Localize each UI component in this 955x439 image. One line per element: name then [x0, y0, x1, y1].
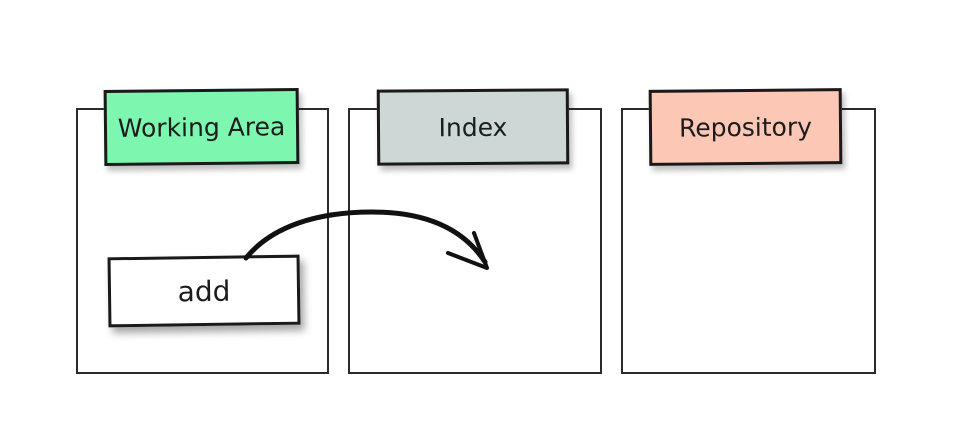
index-tab: Index — [376, 88, 570, 166]
index-label: Index — [438, 112, 508, 142]
add-command-card: add — [107, 254, 301, 328]
repository-tab: Repository — [648, 88, 843, 166]
working-area-tab: Working Area — [103, 87, 300, 167]
working-area-label: Working Area — [117, 111, 286, 143]
add-command-label: add — [177, 274, 231, 308]
repository-label: Repository — [678, 111, 813, 143]
